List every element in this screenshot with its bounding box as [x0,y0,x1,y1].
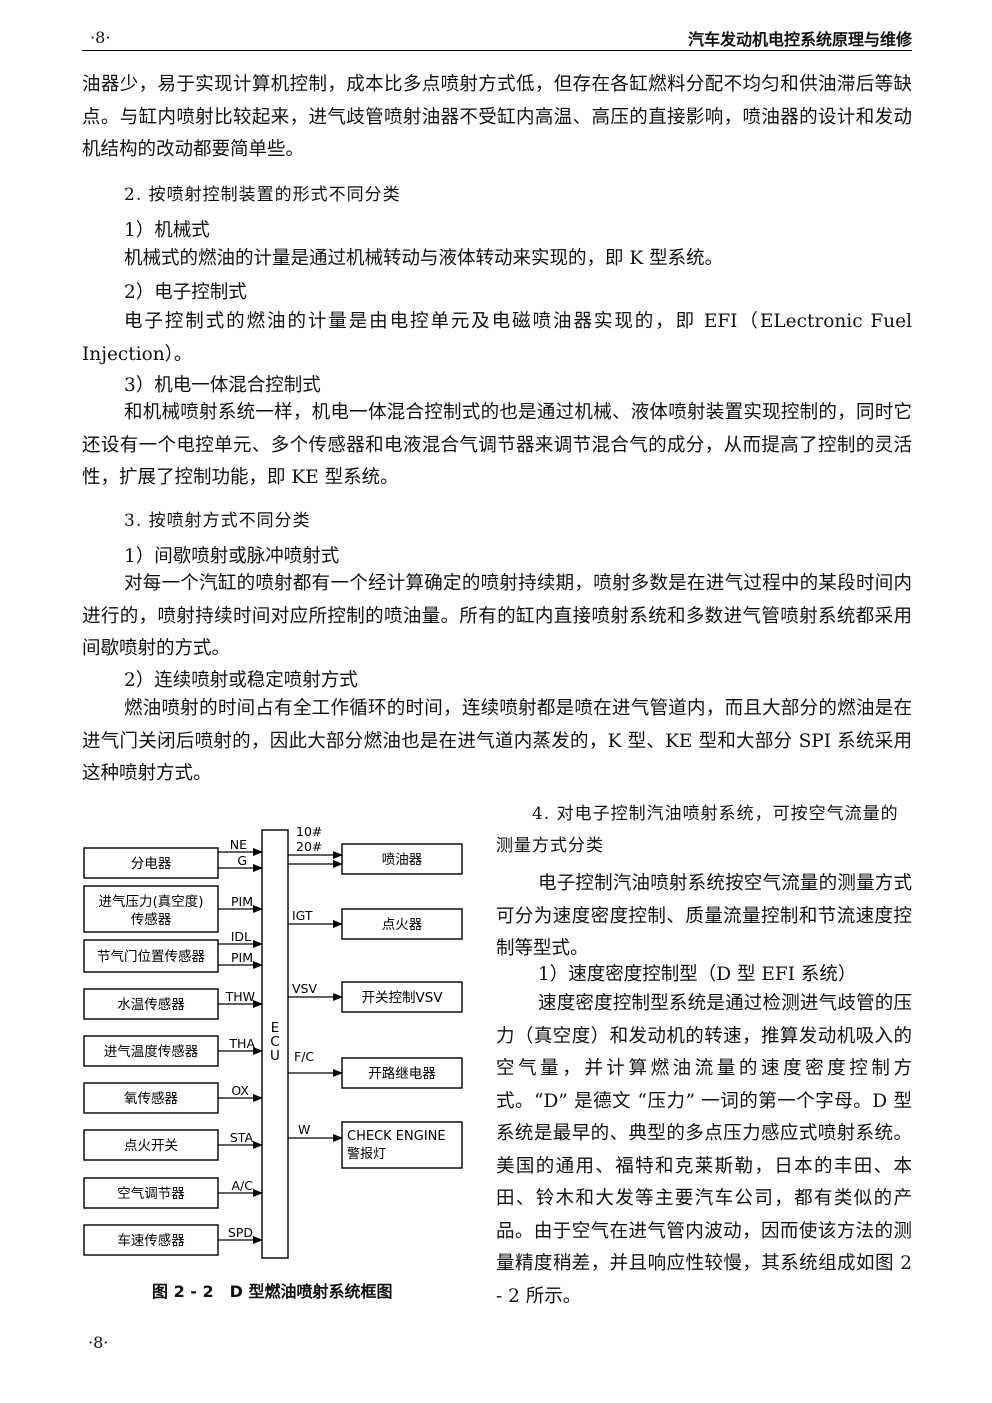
d-type-system-diagram: NE G PIM IDL PIM THW THA OX STA A/C SPD … [83,824,463,1259]
signal-fc: F/C [294,1049,314,1064]
signal-pim-2: PIM [231,950,253,965]
ecu-letter-u: U [270,1048,280,1064]
signal-pim: PIM [231,894,253,909]
subheading-3-2: 2）连续喷射或稳定喷射方式 [124,670,358,691]
signal-ac: A/C [232,1178,254,1193]
heading-3: 3. 按喷射方式不同分类 [124,511,311,531]
output-label-igniter: 点火器 [382,917,423,933]
input-label-distributor: 分电器 [131,856,172,872]
subheading-2-3: 3）机电一体混合控制式 [124,375,321,396]
output-label-injector: 喷油器 [382,852,423,868]
figure-caption: 图 2 - 2 D 型燃油喷射系统框图 [152,1282,393,1301]
paragraph-4: 电子控制汽油喷射系统按空气流量的测量方式可分为速度密度控制、质量流量控制和节流速… [496,873,912,959]
input-label-speed: 车速传感器 [117,1232,185,1249]
header-page-number: ·8· [90,28,111,47]
input-label-map-line2: 传感器 [131,911,172,928]
paragraph-3-1: 对每一个汽缸的喷射都有一个经计算确定的喷射持续期，喷射多数是在进气过程中的某段时… [82,573,912,659]
input-label-ac: 空气调节器 [117,1186,185,1202]
input-label-throttle: 节气门位置传感器 [97,948,205,965]
ecu-letter-c: C [270,1034,279,1050]
signal-spd: SPD [228,1225,253,1240]
output-box-injector [341,843,463,875]
output-label-vsv: 开关控制VSV [361,990,443,1006]
subheading-2-1: 1）机械式 [124,220,210,241]
input-label-map-line1: 进气压力(真空度) [98,894,203,910]
output-box-check-engine [341,1121,463,1169]
output-label-check-line2: 警报灯 [347,1146,386,1162]
footer-page-number: ·8· [88,1333,109,1352]
signal-10: 10# [296,824,322,839]
subheading-4-1: 1）速度密度控制型（D 型 EFI 系统） [538,964,857,985]
paragraph-intro: 油器少，易于实现计算机控制，成本比多点喷射方式低，但存在各缸燃料分配不均匀和供油… [82,74,912,160]
output-label-check-line1: CHECK ENGINE [347,1129,446,1144]
header-book-title: 汽车发动机电控系统原理与维修 [687,30,912,49]
subheading-3-1: 1）间歇喷射或脉冲喷射式 [124,546,340,567]
signal-vsv: VSV [292,981,317,996]
signal-w: W [298,1122,310,1137]
heading-4: 4. 对电子控制汽油喷射系统，可按空气流量的测量方式分类 [496,804,899,856]
header-rule [82,50,912,51]
ecu-letter-e: E [271,1020,280,1036]
ecu-box [261,829,289,1259]
input-label-ignition: 点火开关 [124,1138,178,1154]
paragraph-4-1: 速度密度控制型系统是通过检测进气歧管的压力（真空度）和发动机的转速，推算发动机吸… [496,993,912,1307]
subheading-2-2: 2）电子控制式 [124,282,247,303]
paragraph-2-1: 机械式的燃油的计量是通过机械转动与液体转动来实现的，即 K 型系统。 [124,248,724,269]
signal-sta: STA [230,1130,254,1145]
input-label-intake-temp: 进气温度传感器 [104,1043,199,1060]
signal-ox: OX [231,1083,249,1098]
output-label-relay: 开路继电器 [368,1066,436,1082]
paragraph-3-2: 燃油喷射的时间占有全工作循环的时间，连续喷射都是喷在进气管道内，而且大部分的燃油… [82,698,912,784]
heading-2: 2. 按喷射控制装置的形式不同分类 [124,185,401,205]
input-box-throttle-sensor [83,939,219,973]
signal-20: 20# [296,839,322,854]
running-header: ·8· 汽车发动机电控系统原理与维修 [82,26,912,51]
input-box-distributor [83,847,219,879]
paragraph-2-3: 和机械喷射系统一样，机电一体混合控制式的也是通过机械、液体喷射装置实现控制的，同… [82,402,912,488]
input-label-oxygen: 氧传感器 [124,1090,178,1107]
signal-idl: IDL [231,929,251,944]
signal-g: G [237,853,247,868]
signal-ne: NE [230,837,247,852]
signal-tha: THA [228,1036,255,1051]
paragraph-2-2: 电子控制式的燃油的计量是由电控单元及电磁喷油器实现的，即 EFI（ELectro… [82,311,912,365]
signal-igt: IGT [292,908,313,923]
signal-thw: THW [225,989,255,1004]
input-label-coolant: 水温传感器 [117,996,185,1013]
